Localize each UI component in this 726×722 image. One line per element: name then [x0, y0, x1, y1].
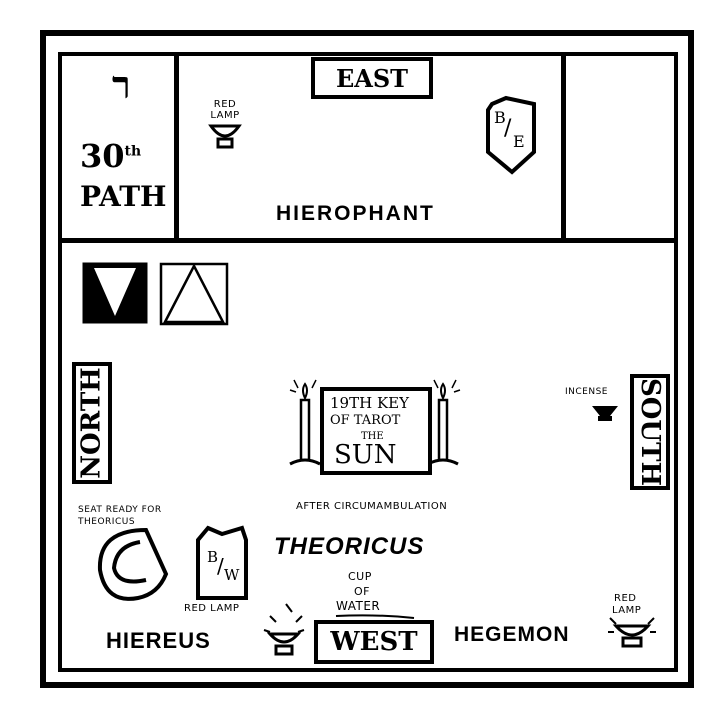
- hiereus-label: HIEREUS: [106, 628, 211, 653]
- circumambulation-note: AFTER CIRCUMAMBULATION: [296, 501, 448, 512]
- hiereus-banner-slash: /: [217, 554, 224, 578]
- dais-divider: [58, 238, 678, 243]
- temple-floor: [58, 52, 678, 672]
- path-divider: [174, 52, 179, 240]
- west-label: WEST: [314, 620, 434, 664]
- right-candle-icon: [427, 379, 461, 466]
- hiereus-lamp-label: RED LAMP: [184, 603, 240, 614]
- path-number: 30th: [80, 137, 142, 175]
- altar-line-4: SUN: [334, 440, 397, 470]
- left-candle-icon: [289, 379, 321, 466]
- east-right-divider: [561, 52, 566, 240]
- tarot-altar: [320, 387, 432, 475]
- hierophant-banner-slash: /: [504, 116, 512, 141]
- cup-label-line-2: OF: [354, 585, 370, 598]
- hierophant-label: HIEROPHANT: [276, 202, 435, 225]
- fire-triangle-icon: [159, 262, 229, 326]
- east-lamp-icon: [208, 124, 242, 149]
- east-lamp-label: RED LAMP: [210, 99, 240, 121]
- altar-line-1: 19TH KEY: [330, 394, 409, 412]
- north-label: NORTH: [72, 362, 112, 484]
- south-label: SOUTH: [630, 374, 670, 490]
- theoricus-label: THEORICUS: [274, 533, 425, 560]
- seat-label-line-2: THEORICUS: [78, 517, 136, 527]
- hierophant-banner-icon: [486, 95, 536, 175]
- hegemon-lamp-label-2: LAMP: [612, 605, 642, 616]
- hiereus-banner-w: W: [224, 566, 240, 584]
- cup-underline: [335, 614, 415, 619]
- hiereus-banner-b: B: [207, 548, 219, 566]
- east-label: EAST: [311, 57, 433, 99]
- hierophant-banner-e: E: [513, 132, 525, 151]
- water-triangle-icon: [82, 262, 148, 324]
- resh-letter: ר: [112, 62, 131, 107]
- hegemon-lamp-label-1: RED: [614, 593, 637, 604]
- incense-icon: [592, 406, 618, 421]
- seat-label-line-1: SEAT READY FOR: [78, 505, 162, 515]
- theoricus-seat-icon: [97, 527, 169, 601]
- hiereus-banner-icon: [196, 525, 248, 600]
- incense-label: INCENSE: [565, 387, 608, 397]
- hiereus-lamp-icon: [263, 603, 305, 656]
- hierophant-banner-b: B: [494, 108, 506, 127]
- path-word: PATH: [80, 180, 167, 213]
- cup-label-line-1: CUP: [348, 570, 372, 583]
- altar-line-2: OF TAROT: [330, 413, 401, 428]
- cup-label-line-3: WATER: [336, 599, 381, 613]
- hegemon-lamp-icon: [608, 617, 656, 648]
- hegemon-label: HEGEMON: [454, 623, 570, 646]
- altar-line-3: THE: [361, 431, 384, 442]
